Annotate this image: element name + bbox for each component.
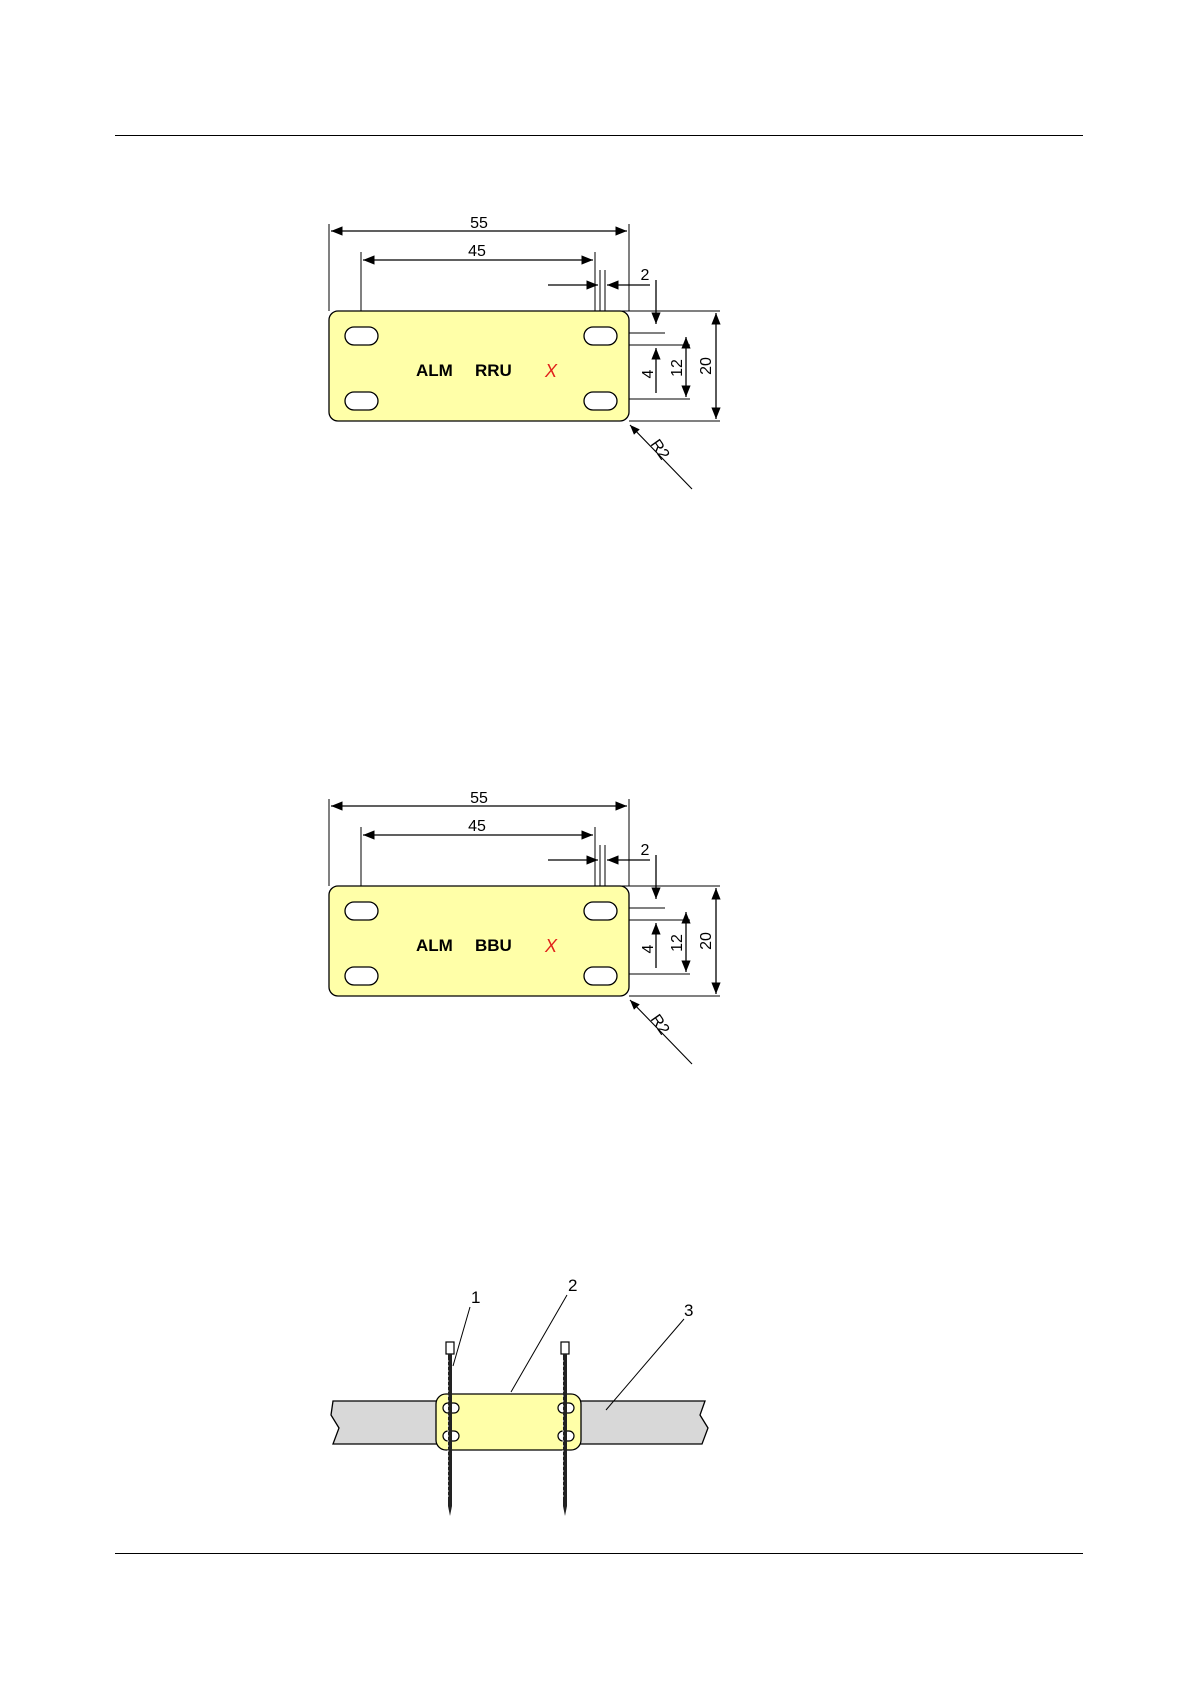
dim-55-text: 55 [470,215,488,232]
dim-20-text: 20 [698,932,715,950]
header-rule [115,135,1083,136]
rru-label-alm: ALM [416,361,453,380]
rru-label-rru: RRU [475,361,512,380]
dim-12-text: 12 [669,934,686,952]
dim-12-text: 12 [669,359,686,377]
callout-3: 3 [684,1301,693,1320]
callout-2: 2 [568,1276,577,1295]
callout-1: 1 [471,1288,480,1307]
dim-r2-text: R2 [647,1012,673,1039]
rru-label-x-mark: X [544,361,558,381]
dim-r2-text: R2 [647,437,673,464]
bbu-label-alm: ALM [416,936,453,955]
installed-label-plate [436,1394,581,1450]
dim-4-text: 4 [640,944,657,953]
footer-rule [115,1553,1083,1554]
dim-20-text: 20 [698,357,715,375]
dim-4-text: 4 [640,369,657,378]
label-installation-drawing: 1 2 3 [0,1275,1191,1535]
dim-2-text: 2 [641,267,650,284]
dim-2-text: 2 [641,842,650,859]
bbu-label-drawing: 55 45 2 4 12 20 ALM BBU X R2 [0,775,1191,1075]
dim-45-text: 45 [468,818,486,835]
bbu-label-bbu: BBU [475,936,512,955]
rru-label-drawing: 55 45 2 4 12 20 ALM RRU X R2 [0,200,1191,500]
dim-45-text: 45 [468,243,486,260]
bbu-label-x-mark: X [544,936,558,956]
dim-55-text: 55 [470,790,488,807]
